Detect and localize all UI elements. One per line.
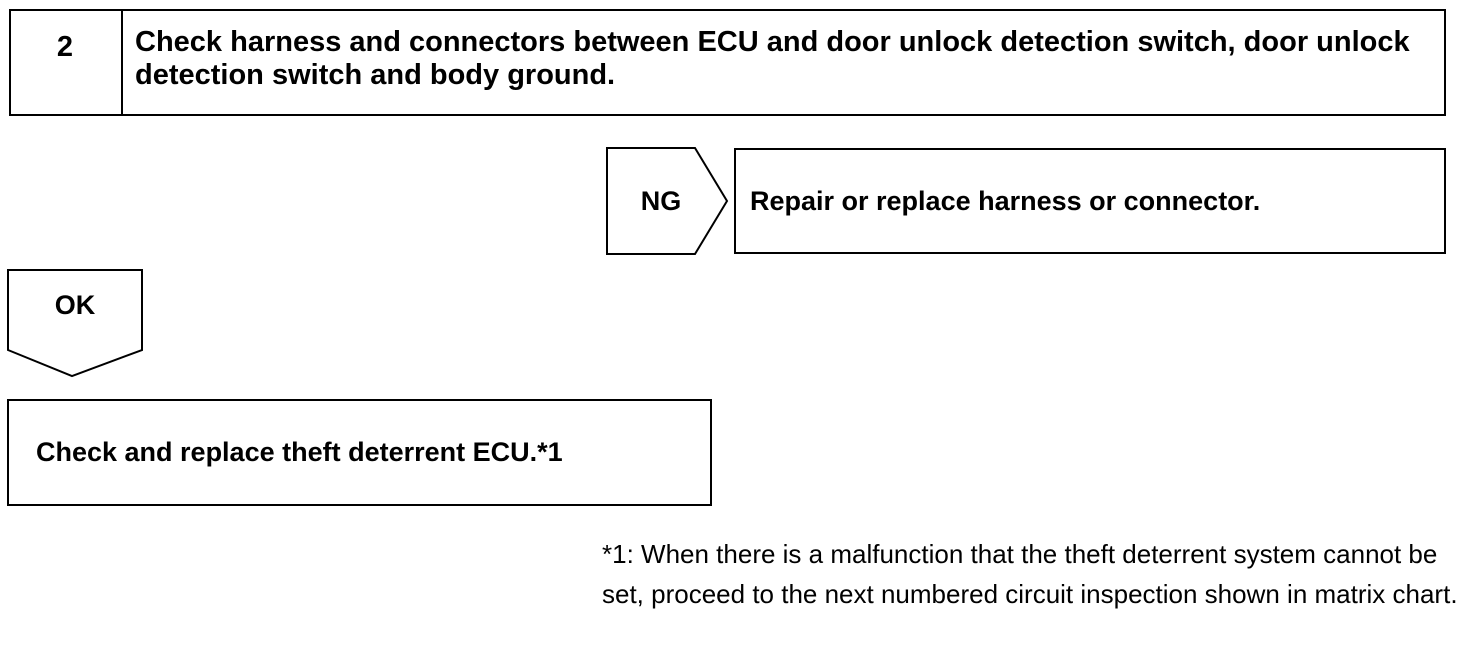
step-title: Check harness and connectors between ECU…	[135, 26, 1410, 91]
footnote: *1: When there is a malfunction that the…	[602, 539, 1458, 609]
ok-result-text: Check and replace theft deterrent ECU.*1	[36, 437, 563, 467]
ok-result-box: Check and replace theft deterrent ECU.*1	[7, 399, 712, 506]
ng-arrow-shape	[606, 147, 729, 255]
step-box	[9, 9, 1446, 116]
step-number: 2	[9, 9, 123, 116]
ng-result-text: Repair or replace harness or connector.	[750, 185, 1261, 216]
ng-result-box: Repair or replace harness or connector.	[734, 148, 1446, 254]
ok-arrow-shape	[7, 269, 143, 378]
ng-label: NG	[640, 185, 682, 216]
ok-label: OK	[54, 290, 96, 320]
